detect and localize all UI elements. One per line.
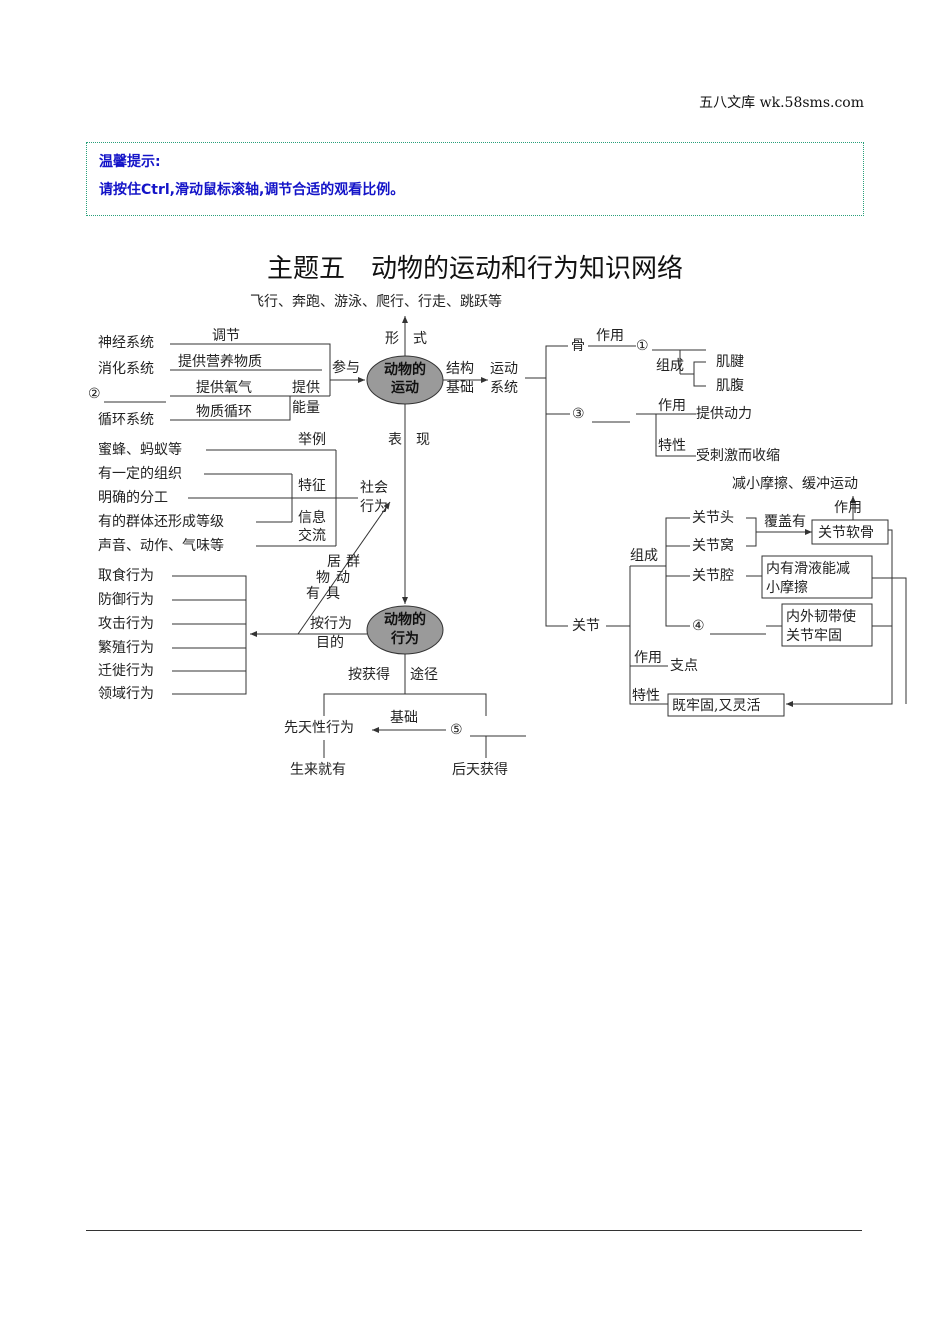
muscle-role-label: 作用 [658,398,686,414]
joint-label: 关节 [572,618,600,634]
social-label-2: 行为 [360,499,388,515]
link-oxygen: 提供氧气 [196,380,252,396]
behavior-feeding: 取食行为 [98,567,154,584]
system-digestive: 消化系统 [98,361,154,377]
page-title: 主题五 动物的运动和行为知识网络 [266,254,683,284]
footer-divider [86,1230,862,1231]
blank-3: ③ [572,406,585,422]
basis-acquire-label: 基础 [390,709,418,726]
joint-effect-top: 减小摩擦、缓冲运动 [732,475,858,492]
joint-role-label: 作用 [634,650,662,666]
tendon-label: 肌腱 [716,354,744,370]
motor-system-1: 运动 [490,361,518,377]
behavior-territory: 领域行为 [98,686,154,702]
basis-label: 基础 [446,379,474,396]
link-regulate: 调节 [212,328,240,344]
feature-organized: 有一定的组织 [98,466,182,482]
form-label: 形 式 [385,331,427,347]
behavior-breeding: 繁殖行为 [98,639,154,656]
group-char-1: 群 [346,554,360,570]
blank-1: ① [636,338,649,354]
muscle-role-value: 提供动力 [696,406,752,422]
belly-label: 肌腹 [716,377,744,394]
info-label-2: 交流 [298,527,326,544]
bone-label: 骨 [571,338,585,354]
group-char-2: 居 [327,554,341,570]
info-label-1: 信息 [298,509,326,526]
joint-composed-label: 组成 [630,548,658,564]
feature-hierarchy: 有的群体还形成等级 [98,513,224,530]
ligament-note-2: 关节牢固 [786,628,842,644]
center-behavior-line1: 动物的 [384,611,426,628]
motor-system-2: 系统 [490,380,518,396]
structure-label: 结构 [446,361,474,377]
ligament-note-1: 内外韧带使 [786,608,856,625]
joint-trait-label: 特性 [632,688,660,704]
performance-label: 表 现 [388,432,430,448]
system-circulatory: 循环系统 [98,412,154,428]
tip-body: 请按住Ctrl,滑动鼠标滚轴,调节合适的观看比例。 [99,182,405,198]
blank-4: ④ [692,618,705,634]
joint-socket: 关节窝 [692,537,734,554]
example-bees: 蜜蜂、蚂蚁等 [98,441,182,458]
acquire-label-1: 按获得 [348,666,390,683]
cavity-note-2: 小摩擦 [766,579,808,596]
social-label-1: 社会 [360,480,388,496]
forms-text: 飞行、奔跑、游泳、爬行、行走、跳跃等 [250,293,502,310]
purpose-label-2: 目的 [316,635,344,651]
innate-label: 先天性行为 [284,720,354,736]
info-modes: 声音、动作、气味等 [98,537,224,554]
purpose-label-1: 按行为 [310,616,352,632]
group-char-3: 动 [336,570,350,586]
group-char-5: 具 [326,586,340,602]
system-nervous: 神经系统 [98,335,154,351]
tip-title: 温馨提示: [99,154,161,170]
muscle-trait-label: 特性 [658,438,686,454]
blank-5: ⑤ [450,722,463,738]
feature-label: 特征 [298,478,326,494]
energy-label: 能量 [292,400,320,416]
behavior-defense: 防御行为 [98,592,154,608]
cavity-note-1: 内有滑液能减 [766,560,850,577]
behavior-migration: 迁徙行为 [98,663,154,679]
behavior-attack: 攻击行为 [98,616,154,632]
composed-label: 组成 [656,358,684,374]
joint-effect-label: 作用 [834,500,862,516]
feature-division: 明确的分工 [98,490,168,506]
example-label: 举例 [298,432,326,448]
site-watermark: 五八文库 wk.58sms.com [699,95,864,111]
group-char-4: 物 [316,570,330,586]
cartilage-box: 关节软骨 [818,525,874,541]
system-blank2: ② [88,386,101,402]
participate-label: 参与 [332,359,360,376]
acquire-label-2: 途径 [410,666,438,683]
joint-head: 关节头 [692,510,734,526]
covered-label: 覆盖有 [764,514,806,530]
group-char-6: 有 [306,586,320,602]
link-nutrition: 提供营养物质 [178,354,262,370]
born-label: 生来就有 [290,762,346,778]
center-motion-line1: 动物的 [384,361,426,378]
center-motion-line2: 运动 [391,379,419,396]
acquired-label: 后天获得 [452,761,508,778]
link-circulation: 物质循环 [196,404,252,420]
joint-trait-value: 既牢固,又灵活 [672,698,760,714]
muscle-trait-value: 受刺激而收缩 [696,447,780,464]
joint-cavity: 关节腔 [692,568,734,584]
bone-role-label: 作用 [596,328,624,344]
center-behavior-line2: 行为 [390,630,419,647]
fulcrum-value: 支点 [670,658,698,674]
provide-label: 提供 [292,380,320,396]
tip-box: 温馨提示: 请按住Ctrl,滑动鼠标滚轴,调节合适的观看比例。 [86,142,864,216]
